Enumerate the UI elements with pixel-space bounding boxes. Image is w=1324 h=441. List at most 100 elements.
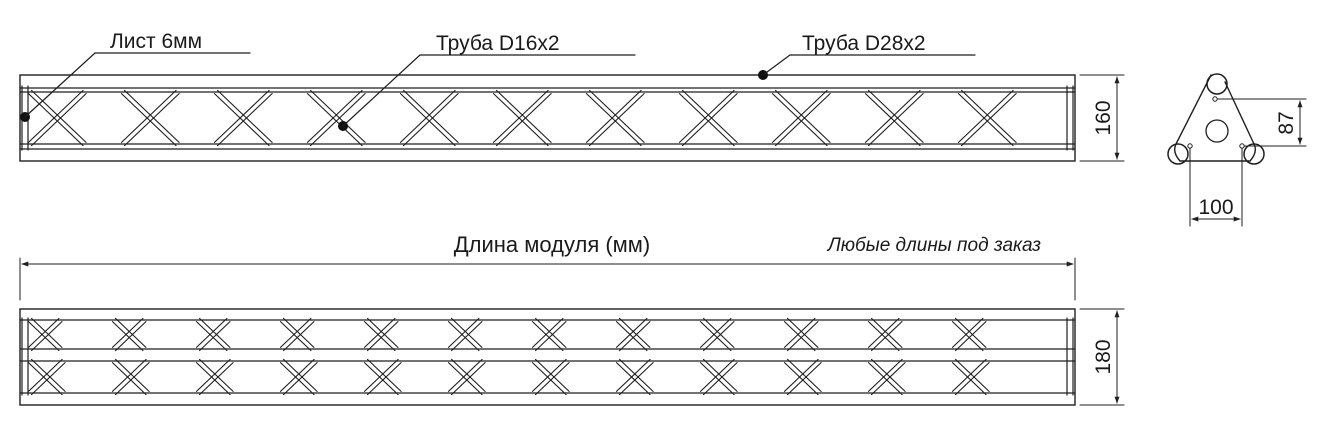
bottom-lower-diag-9-b — [786, 358, 822, 392]
bottom-upper-diag-10-b — [870, 317, 903, 348]
label-sheet: Лист 6мм — [110, 30, 202, 53]
top-diag-rev-8-a — [774, 93, 831, 147]
bottom-lower-diag-rev-11-b — [951, 358, 987, 392]
bottom-upper-diag-rev-6-b — [531, 317, 564, 348]
dim-180-label: 180 — [1092, 339, 1115, 374]
bottom-upper-diag-9-b — [786, 317, 819, 348]
bottom-upper-diag-11-b — [954, 317, 987, 348]
bottom-lower-diag-6-b — [534, 358, 570, 392]
top-diag-6-b — [588, 89, 645, 143]
top-diag-rev-5-b — [492, 89, 549, 143]
bottom-lower-diag-rev-6-a — [534, 362, 570, 396]
bottom-lower-diag-rev-3-a — [282, 362, 318, 396]
bottom-upper-diag-11-a — [951, 321, 984, 352]
bottom-lower-diag-3-b — [282, 358, 318, 392]
bottom-lower-diag-8-a — [699, 362, 735, 396]
bottom-upper-diag-8-a — [699, 321, 732, 352]
top-diag-5-a — [492, 93, 549, 147]
bottom-truss-outline — [19, 308, 1076, 406]
top-diag-rev-10-a — [960, 93, 1017, 147]
bottom-upper-diag-rev-2-b — [195, 317, 228, 348]
bottom-upper-diag-rev-5-b — [447, 317, 480, 348]
bottom-upper-diag-rev-2-a — [198, 321, 231, 352]
top-diag-2-b — [216, 89, 273, 143]
bottom-lower-diag-rev-7-b — [615, 358, 651, 392]
bottom-lower-diag-rev-7-a — [618, 362, 654, 396]
top-diag-7-b — [681, 89, 738, 143]
callout-tube-small-leader — [342, 54, 421, 127]
top-diag-0-b — [30, 89, 87, 143]
dimension-top-height: 160 — [1079, 74, 1125, 162]
bottom-lower-diag-5-b — [450, 358, 486, 392]
top-diag-6-a — [585, 93, 642, 147]
bottom-upper-diag-rev-10-a — [870, 321, 903, 352]
top-diag-rev-1-a — [123, 93, 180, 147]
bottom-upper-diag-rev-4-a — [366, 321, 399, 352]
dim-87-label: 87 — [1275, 111, 1298, 134]
bottom-lower-diag-8-b — [702, 358, 738, 392]
bottom-upper-diag-rev-8-b — [699, 317, 732, 348]
top-diag-8-a — [771, 93, 828, 147]
bottom-lower-diag-7-a — [615, 362, 651, 396]
bottom-lattice — [27, 317, 990, 396]
top-diag-10-a — [957, 93, 1014, 147]
bottom-lower-diag-rev-6-b — [531, 358, 567, 392]
bottom-lower-diag-rev-5-a — [450, 362, 486, 396]
top-diag-1-b — [123, 89, 180, 143]
dimension-cross-width: 100 — [1189, 147, 1243, 227]
label-tube-small: Труба D16x2 — [436, 32, 560, 55]
bottom-lower-diag-9-a — [783, 362, 819, 396]
top-diag-9-b — [867, 89, 924, 143]
top-diag-rev-9-a — [867, 93, 924, 147]
bottom-upper-diag-7-b — [618, 317, 651, 348]
bottom-upper-diag-4-b — [366, 317, 399, 348]
bottom-lower-diag-4-a — [363, 362, 399, 396]
bottom-lower-diag-rev-5-b — [447, 358, 483, 392]
bottom-upper-diag-rev-11-a — [954, 321, 987, 352]
bottom-upper-diag-0-a — [27, 321, 60, 352]
bottom-upper-diag-2-a — [195, 321, 228, 352]
bottom-upper-diag-9-a — [783, 321, 816, 352]
bottom-upper-diag-rev-7-b — [615, 317, 648, 348]
bottom-upper-diag-6-b — [534, 317, 567, 348]
bottom-lower-diag-11-b — [954, 358, 990, 392]
top-diag-rev-9-b — [864, 89, 921, 143]
top-diag-3-b — [309, 89, 366, 143]
bottom-lower-diag-0-b — [30, 358, 66, 392]
bottom-upper-diag-rev-6-a — [534, 321, 567, 352]
bottom-upper-diag-0-b — [30, 317, 63, 348]
top-diag-rev-0-b — [27, 89, 84, 143]
bottom-lower-diag-rev-8-b — [699, 358, 735, 392]
dim-160-label: 160 — [1092, 100, 1115, 135]
top-diag-2-a — [213, 93, 270, 147]
callout-tube-large: Труба D28x2 — [758, 32, 976, 80]
top-diag-0-a — [27, 93, 84, 147]
bottom-upper-diag-rev-0-b — [27, 317, 60, 348]
bottom-upper-diag-rev-4-b — [363, 317, 396, 348]
bottom-lower-diag-rev-1-a — [114, 362, 150, 396]
dim-100-label: 100 — [1198, 196, 1233, 219]
top-diag-rev-8-b — [771, 89, 828, 143]
callout-sheet: Лист 6мм — [20, 30, 251, 122]
dimension-module-length: Длина модуля (мм) Любые длины под заказ — [19, 232, 1076, 301]
top-diag-rev-2-b — [213, 89, 270, 143]
bottom-lower-diag-2-a — [195, 362, 231, 396]
bottom-upper-diag-rev-3-a — [282, 321, 315, 352]
dimension-cross-height: 87 — [1217, 98, 1307, 147]
bottom-lower-diag-rev-11-a — [954, 362, 990, 396]
bottom-lower-diag-rev-4-b — [363, 358, 399, 392]
top-diag-10-b — [960, 89, 1017, 143]
bottom-upper-diag-rev-7-a — [618, 321, 651, 352]
bottom-truss-view — [19, 308, 1076, 406]
label-tube-large: Труба D28x2 — [802, 32, 926, 55]
top-diag-rev-4-b — [399, 89, 456, 143]
bottom-upper-diag-2-b — [198, 317, 231, 348]
callout-tube-large-leader — [762, 54, 791, 76]
bottom-lower-diag-6-a — [531, 362, 567, 396]
bottom-lower-diag-3-a — [279, 362, 315, 396]
top-diag-8-b — [774, 89, 831, 143]
top-truss-view — [19, 74, 1076, 162]
top-diag-rev-6-b — [585, 89, 642, 143]
bottom-lower-diag-rev-0-a — [30, 362, 66, 396]
top-diag-rev-6-a — [588, 93, 645, 147]
